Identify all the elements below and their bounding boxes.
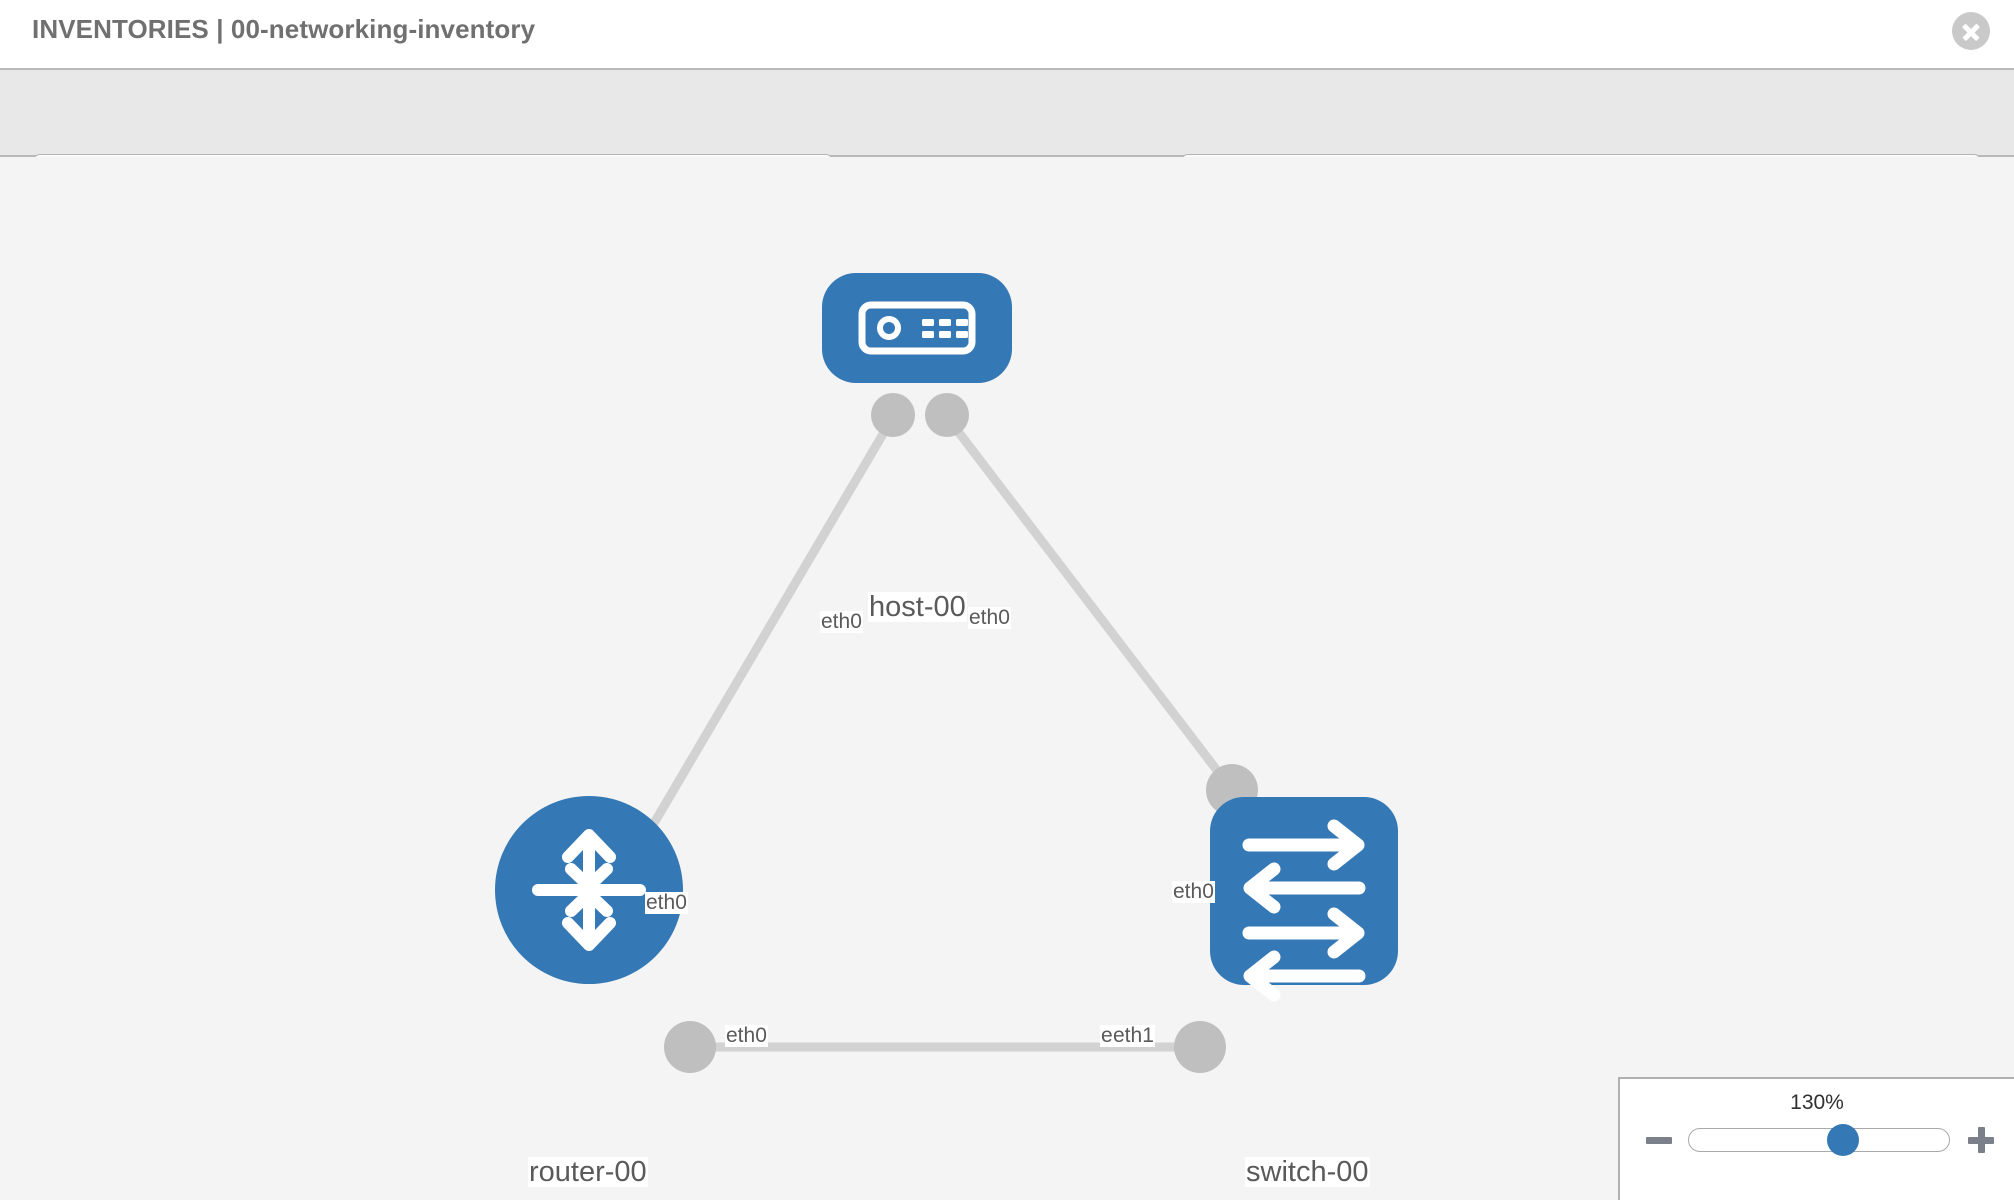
node-switch-00[interactable]: [1210, 797, 1398, 1002]
toolbar: ACTIONS SEARCH: [0, 68, 2014, 206]
page-title: INVENTORIES | 00-networking-inventory: [32, 14, 536, 44]
plus-icon[interactable]: [1968, 1127, 1994, 1153]
edge-host-switch: [943, 414, 1236, 793]
topology-graph: [495, 273, 1398, 1073]
edge-label-router-up: eth0: [645, 891, 688, 915]
zoom-control-panel: 130%: [1618, 1077, 2014, 1200]
zoom-percent-label: 130%: [1790, 1091, 1844, 1114]
edge-label-host-right: eth0: [968, 606, 1011, 630]
router-arrows-icon: [532, 829, 646, 951]
node-host-00[interactable]: [822, 273, 1012, 383]
zoom-slider[interactable]: [1688, 1124, 1950, 1156]
switch-arrows-icon: [1242, 819, 1366, 1002]
port-nub-host-left: [871, 393, 915, 437]
server-icon: [858, 301, 976, 355]
edge-label-switch-left-b: eth1: [1112, 1024, 1155, 1048]
edge-label-switch-up: eth0: [1172, 880, 1215, 904]
zoom-slider-thumb[interactable]: [1827, 1124, 1859, 1156]
port-nub-host-right: [925, 393, 969, 437]
close-icon[interactable]: [1952, 12, 1990, 50]
minus-icon[interactable]: [1646, 1127, 1672, 1153]
port-nub-switch-left-b: [1174, 1021, 1226, 1073]
node-label-switch-00: switch-00: [1245, 1156, 1370, 1188]
node-label-router-00: router-00: [528, 1156, 648, 1188]
node-label-host-00: host-00: [868, 591, 967, 623]
node-router-00[interactable]: [495, 796, 683, 984]
page-header: INVENTORIES | 00-networking-inventory: [0, 0, 2014, 68]
edge-label-host-left: eth0: [820, 610, 863, 634]
edge-host-router: [636, 414, 897, 850]
edge-label-router-right: eth0: [725, 1024, 768, 1048]
port-nub-router-right: [664, 1021, 716, 1073]
topology-canvas[interactable]: eth0 host-00 eth0 eth0 eth0 eth0 eth0 et…: [0, 157, 2014, 1200]
